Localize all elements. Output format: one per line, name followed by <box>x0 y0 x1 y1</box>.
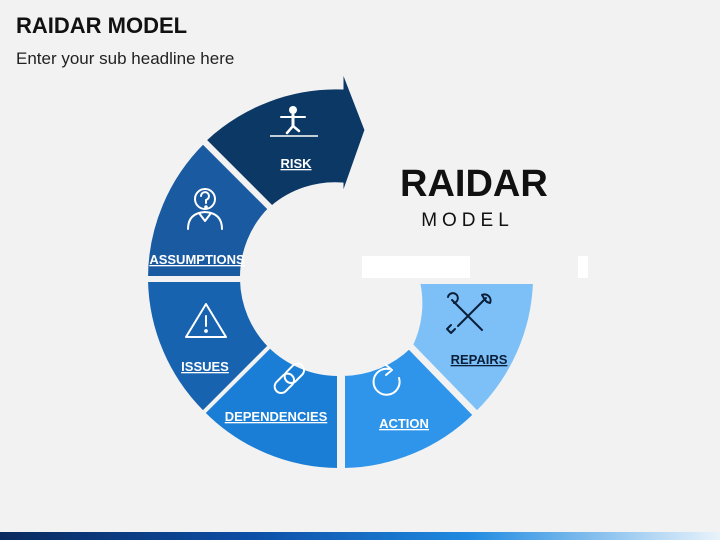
segment-repairs[interactable]: REPAIRS <box>408 280 538 416</box>
tightrope-walker-icon <box>270 106 318 137</box>
risk-label: RISK <box>280 156 312 171</box>
center-title: RAIDAR <box>400 163 548 205</box>
person-question-icon <box>187 188 223 230</box>
refresh-icon <box>372 364 401 396</box>
risk-arrow-shape <box>202 67 368 210</box>
segment-issues[interactable]: ISSUES <box>143 278 273 416</box>
segment-assumptions-shape <box>143 139 273 280</box>
segment-assumptions-label: ASSUMPTIONS <box>149 252 245 267</box>
center-subtitle: MODEL <box>421 210 514 231</box>
page-title: RAIDAR MODEL <box>16 13 188 38</box>
segment-repairs-label: REPAIRS <box>451 352 508 367</box>
segment-repairs-shape <box>408 280 538 416</box>
segment-dependencies[interactable]: DEPENDENCIES <box>200 343 341 473</box>
segment-assumptions[interactable]: ASSUMPTIONS <box>143 139 273 280</box>
placeholder-bar-small <box>578 256 588 278</box>
segment-action-label: ACTION <box>379 416 429 431</box>
segment-action-shape <box>341 344 478 473</box>
page-subtitle: Enter your sub headline here <box>16 49 235 68</box>
warning-icon <box>185 303 227 338</box>
segment-issues-label: ISSUES <box>181 359 229 374</box>
placeholder-bar <box>362 256 470 278</box>
tools-icon <box>446 292 492 334</box>
footer-gradient-bar <box>0 532 720 540</box>
chain-link-icon <box>273 362 306 395</box>
segment-dependencies-label: DEPENDENCIES <box>225 409 328 424</box>
risk-arrow[interactable]: RISK <box>202 67 368 210</box>
segment-action[interactable]: ACTION <box>341 344 478 473</box>
